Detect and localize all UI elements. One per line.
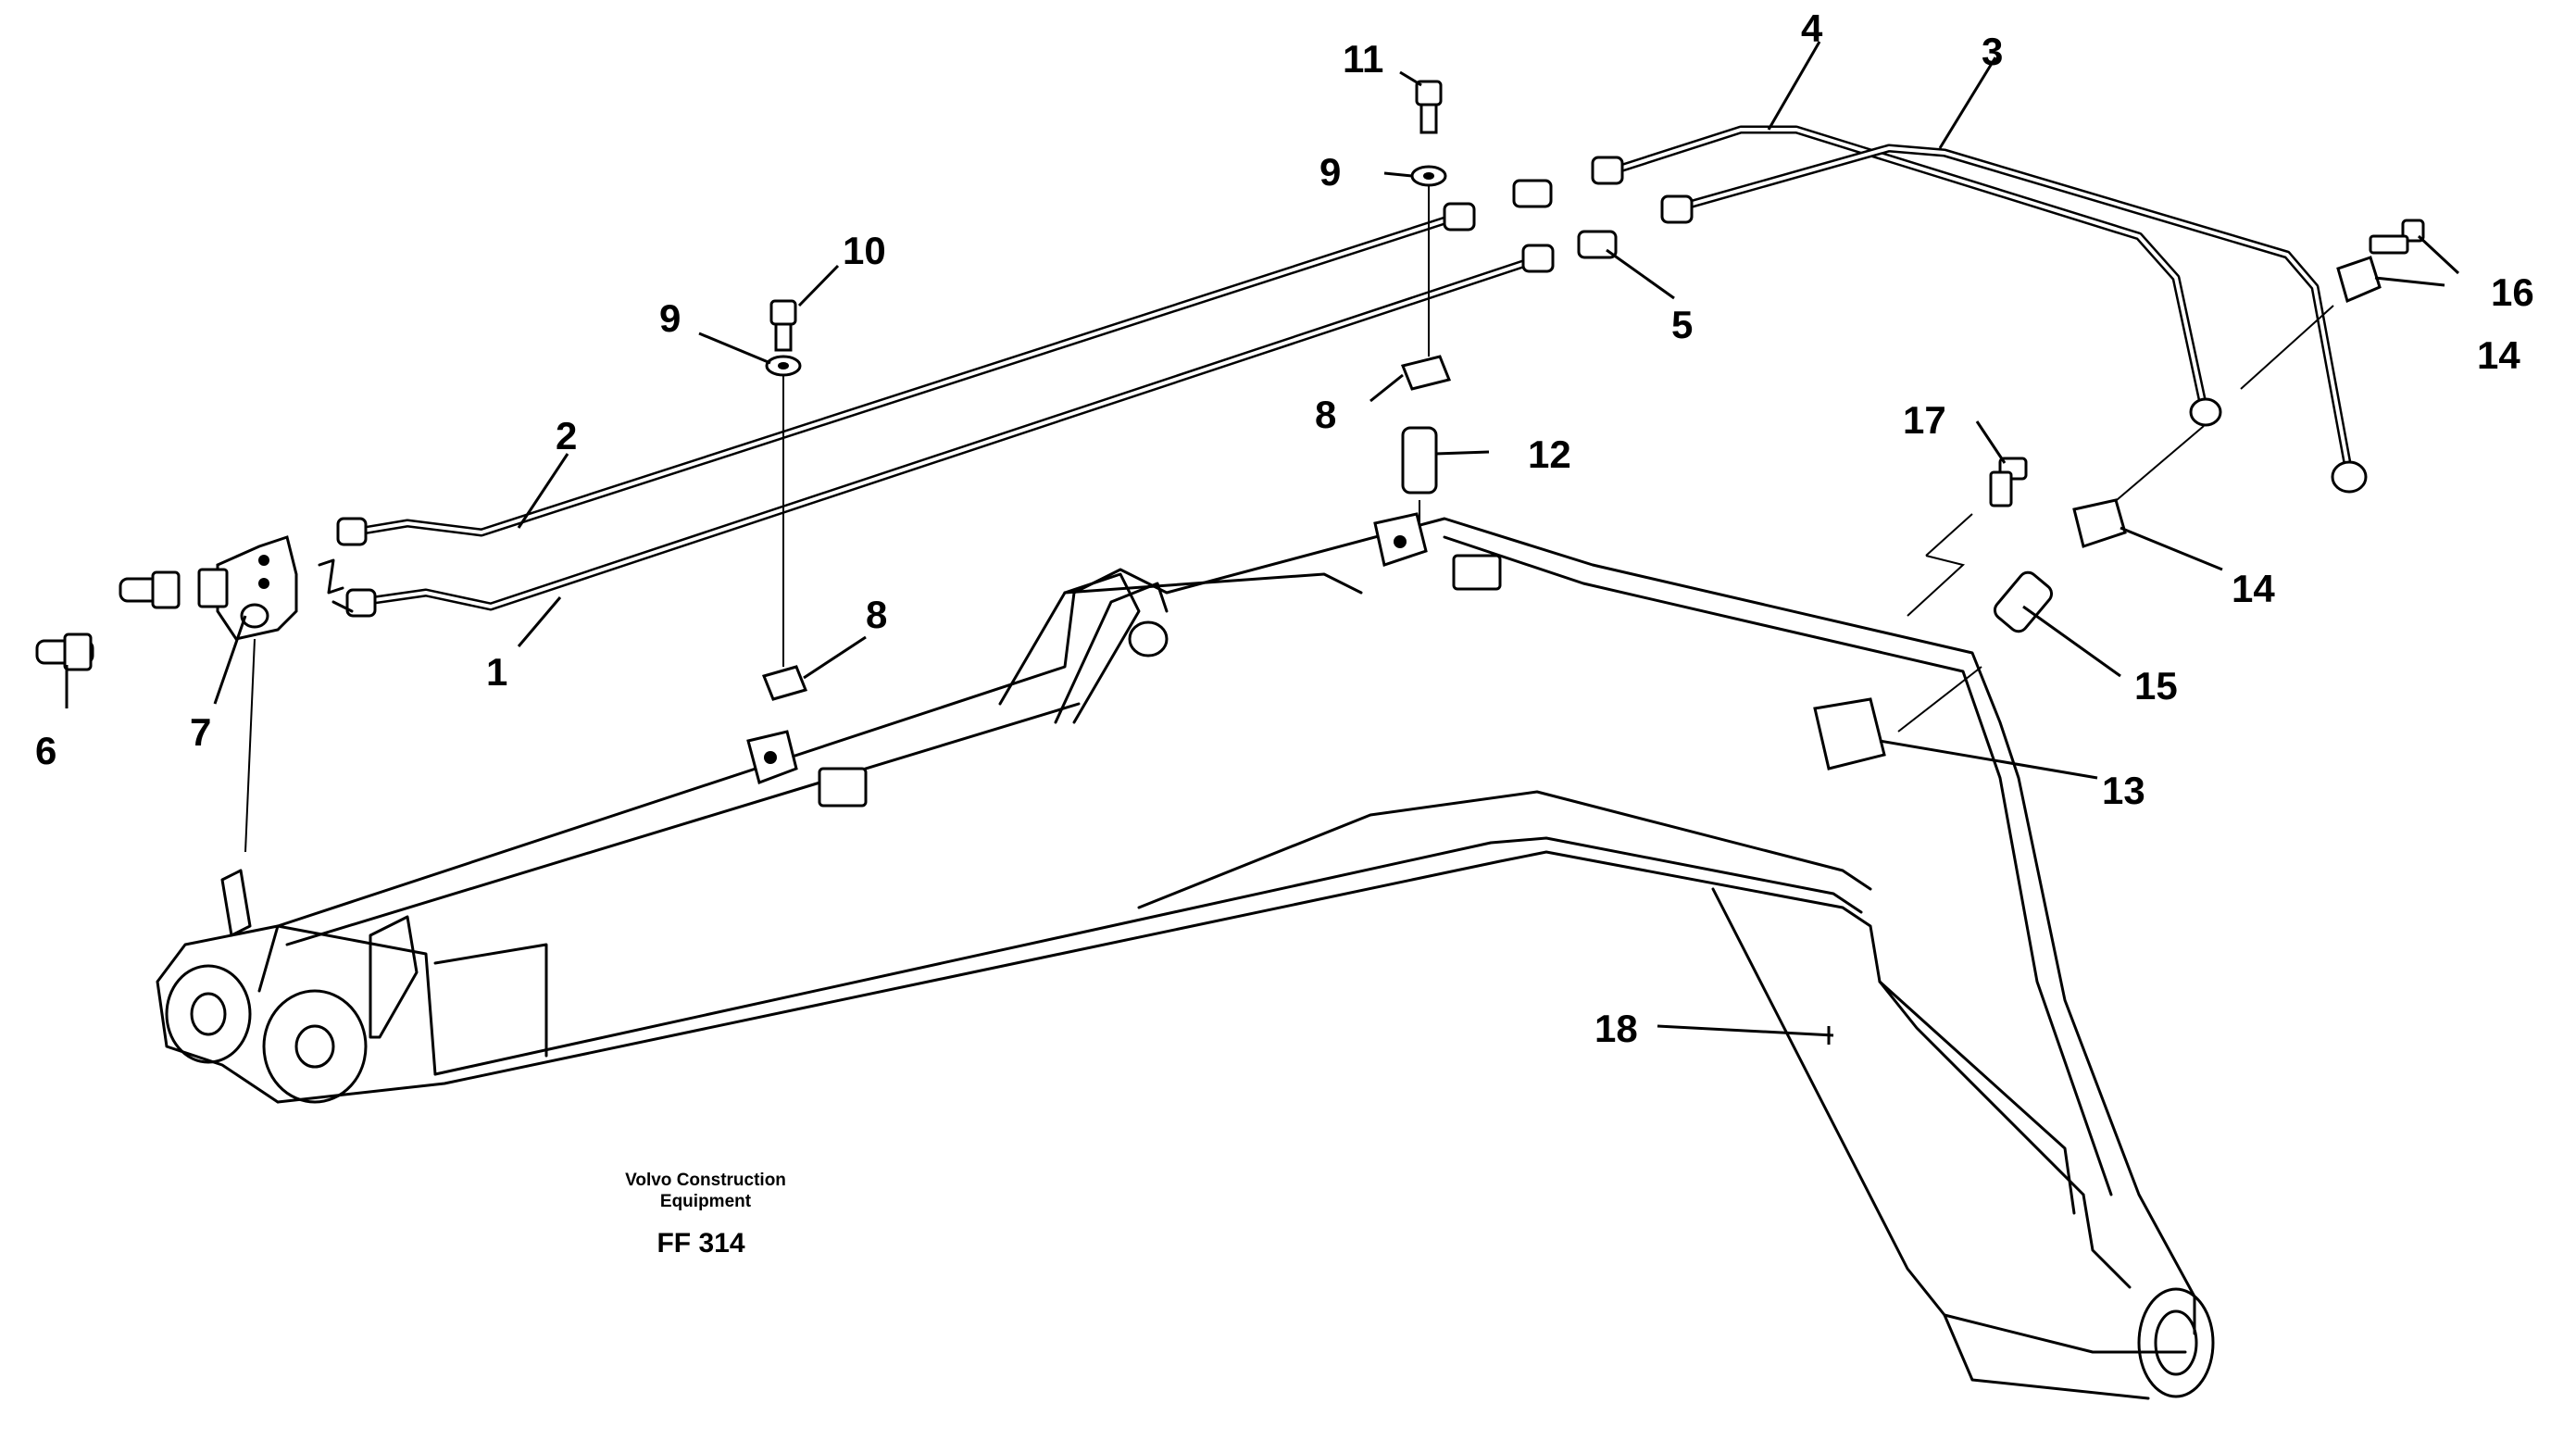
callout-11: 11	[1343, 37, 1383, 81]
callout-4: 4	[1801, 6, 1823, 50]
callout-leaders	[65, 41, 2460, 1045]
callout-14-upper: 14	[2477, 333, 2520, 377]
callout-5: 5	[1671, 303, 1693, 346]
clamps-and-bolts	[244, 80, 2425, 853]
callout-8-center: 8	[1315, 393, 1336, 436]
callout-10: 10	[843, 229, 886, 272]
callout-6: 6	[35, 729, 56, 772]
callout-13: 13	[2102, 769, 2145, 812]
boom-assembly	[156, 517, 2215, 1400]
callout-18: 18	[1594, 1007, 1638, 1050]
callout-8-left: 8	[866, 593, 887, 636]
callout-9-center: 9	[1319, 150, 1341, 194]
callout-7: 7	[190, 710, 211, 754]
bracket-7	[197, 535, 298, 641]
callout-2: 2	[556, 414, 577, 457]
drawing-footer: Volvo Construction Equipment FF 314	[625, 1171, 786, 1259]
callout-labels: 1 2 3 4 5 6 7 8 8 9 9 10 11 12 13 14 14 …	[35, 6, 2534, 1050]
callout-3: 3	[1982, 30, 2003, 73]
callout-12: 12	[1528, 432, 1571, 476]
callout-1: 1	[486, 650, 507, 694]
callout-16: 16	[2491, 270, 2534, 314]
callout-17: 17	[1903, 398, 1946, 442]
company-name-line2: Equipment	[660, 1192, 752, 1211]
callout-14-lower: 14	[2232, 567, 2275, 610]
callout-15: 15	[2134, 664, 2178, 708]
hydraulic-pipes	[35, 125, 2368, 671]
company-name-line1: Volvo Construction	[625, 1171, 786, 1190]
callout-9-left: 9	[659, 296, 681, 340]
drawing-code: FF 314	[657, 1228, 744, 1259]
